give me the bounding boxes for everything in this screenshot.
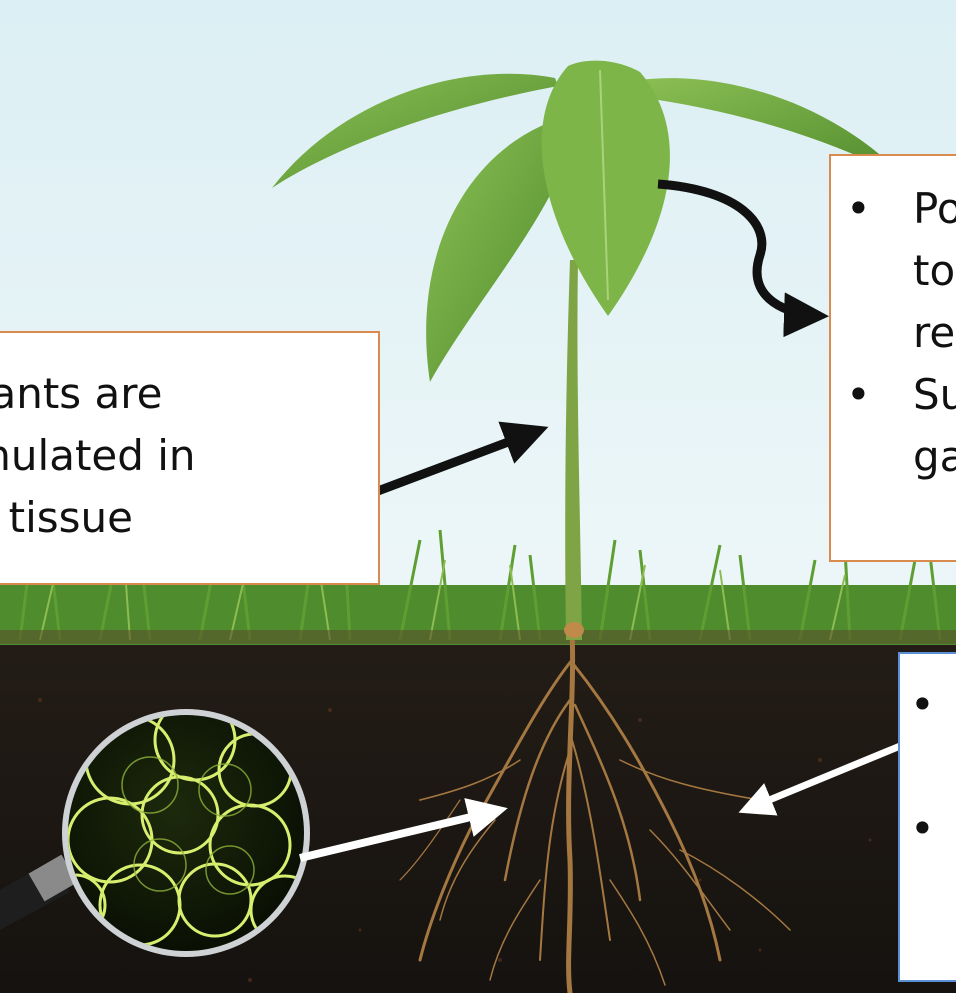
bullet-item: • Su ga	[831, 364, 956, 488]
bullet-line: to	[913, 240, 955, 302]
callout-line: tants are	[0, 363, 354, 425]
bullet-dot: •	[846, 178, 866, 240]
bullet-line: ga	[913, 426, 956, 488]
bullet-line: Su	[913, 364, 956, 426]
bullet-line: re	[913, 302, 955, 364]
bullet-item: •	[900, 798, 956, 922]
callout-line: r tissue	[0, 487, 358, 549]
callout-leaf-effects: • Po to re • Su ga	[829, 154, 956, 562]
callout-line: mulated in	[0, 425, 350, 487]
bullet-line: Po	[913, 178, 956, 240]
callout-soil-effects: • •	[898, 652, 956, 982]
bullet-item: • Po to re	[831, 178, 956, 364]
bullet-item: •	[900, 674, 956, 798]
bullet-dot: •	[910, 798, 930, 860]
bullet-dot: •	[910, 674, 930, 736]
bullet-dot: •	[846, 364, 866, 426]
callout-pollutants: tants are mulated in r tissue	[0, 331, 380, 585]
